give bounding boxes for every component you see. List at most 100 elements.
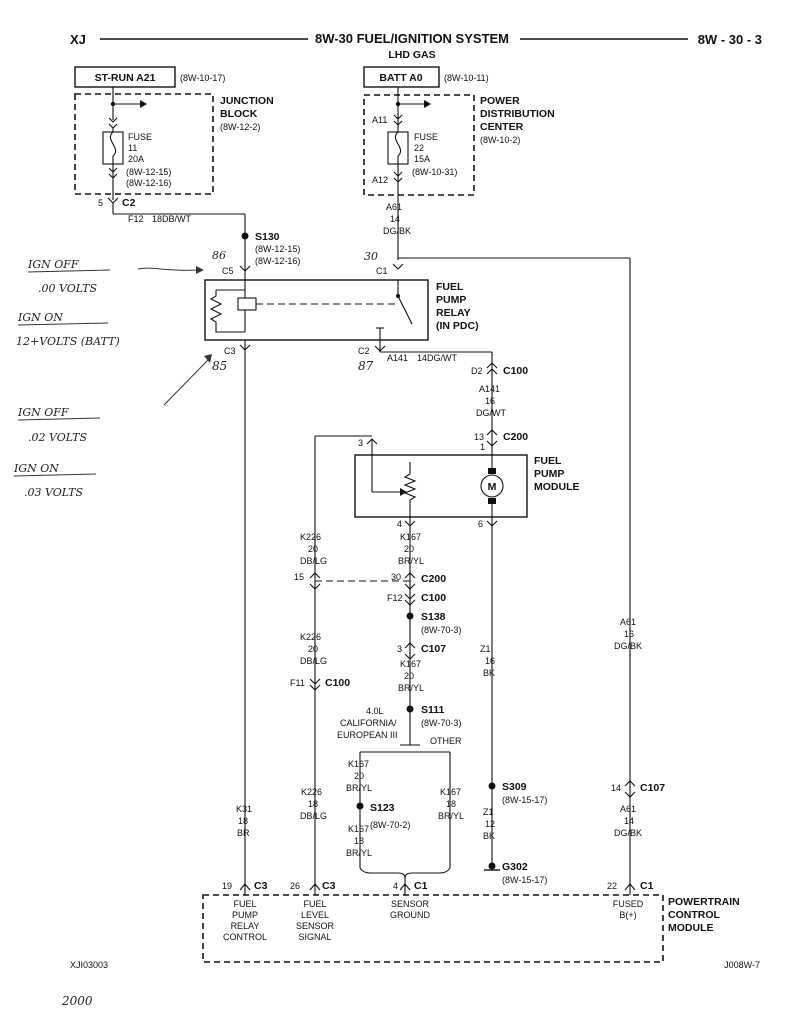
relay-pin-c1: C1	[376, 266, 388, 276]
pcm-pin-4-l1: SENSOR	[391, 899, 430, 909]
batt-label: BATT A0	[379, 72, 422, 84]
k167-a-color: BR/YL	[398, 556, 424, 566]
f11-circuit: F11	[290, 678, 305, 688]
f12-circuit: F12	[128, 214, 144, 224]
footer-code-right: J008W-7	[724, 960, 760, 970]
k226-a-color: DB/LG	[300, 556, 327, 566]
z1-b-gauge: 12	[485, 819, 495, 829]
batt-ref: (8W-10-11)	[444, 73, 489, 83]
option-1-line-3: EUROPEAN III	[337, 730, 398, 740]
option-2-label: OTHER	[430, 736, 462, 746]
k226-c-gauge: 18	[308, 799, 318, 809]
junction-block-name-2: BLOCK	[220, 108, 258, 120]
relay-pin-c5: C5	[222, 266, 234, 276]
relay-name-4: (IN PDC)	[436, 320, 479, 332]
header-title: 8W-30 FUEL/IGNITION SYSTEM	[315, 31, 509, 46]
header-model: XJ	[70, 32, 86, 47]
a61-b-color: DG/BK	[614, 641, 642, 651]
s111-label: S111	[421, 704, 445, 716]
note-pin-87: 87	[358, 359, 374, 373]
pcm-pin-26-l4: SIGNAL	[298, 932, 331, 942]
z1-a-color: BK	[483, 668, 495, 678]
s111-ref: (8W-70-3)	[421, 718, 461, 728]
fuse-22-amps: 15A	[414, 154, 430, 164]
k167-d-gauge: 18	[446, 799, 456, 809]
relay-switch-contact	[397, 295, 413, 325]
pdc-name-2: DISTRIBUTION	[480, 108, 555, 120]
relay-pin-c2: C2	[358, 346, 370, 356]
s138-label: S138	[421, 611, 446, 623]
note-ign-on-2: IGN ON	[13, 462, 59, 475]
note-ign-on-1: IGN ON	[17, 311, 63, 324]
note-pin-85: 85	[212, 359, 227, 373]
batt-box	[363, 66, 440, 88]
a61-c-gauge: 14	[624, 816, 634, 826]
pump-module-name-3: MODULE	[534, 481, 580, 493]
s130-ref1: (8W-12-15)	[255, 244, 300, 254]
fuse-22-ref: (8W-10-31)	[412, 167, 457, 177]
note-volts-1: .00 VOLTS	[38, 282, 98, 295]
pcm-pin-22-l1: FUSED	[613, 899, 644, 909]
option-1-line-2: CALIFORNIA/	[340, 718, 397, 728]
pdc-pin-a12: A12	[372, 175, 388, 185]
pcm-pin-19-l2: PUMP	[232, 910, 258, 920]
c200-pin-30: 30	[391, 572, 401, 582]
s130-splice	[241, 232, 249, 240]
k167-c-gauge: 20	[354, 771, 364, 781]
st-run-label: ST-RUN A21	[95, 72, 156, 84]
relay-name-3: RELAY	[436, 307, 471, 319]
junction-block-ref: (8W-12-2)	[220, 122, 260, 132]
k226-b-gauge: 20	[308, 644, 318, 654]
note-year: 2000	[61, 994, 93, 1008]
a61-top-gauge: 14	[390, 214, 400, 224]
s111-splice	[406, 705, 414, 713]
s123-splice	[356, 802, 364, 810]
a141-gauge: 14DG/WT	[417, 353, 458, 363]
k226-c-circuit: K226	[301, 787, 322, 797]
k167-c-color: BR/YL	[346, 783, 372, 793]
c200-a-label: C200	[503, 431, 528, 443]
note-pin-30: 30	[364, 250, 378, 263]
s130-ref2: (8W-12-16)	[255, 256, 300, 266]
pcm-pin-19-l3: RELAY	[231, 921, 260, 931]
junction-block-name-1: JUNCTION	[220, 95, 274, 107]
k167-b-color: BR/YL	[398, 683, 424, 693]
header-page: 8W - 30 - 3	[698, 32, 762, 47]
pcm-name-2: CONTROL	[668, 909, 720, 921]
fuse-11-ref1: (8W-12-15)	[126, 167, 171, 177]
header-subtitle: LHD GAS	[388, 49, 435, 61]
pcm-pin-26: 26	[290, 881, 300, 891]
note-volts-3: .02 VOLTS	[28, 431, 88, 444]
f12-gauge: 18DB/WT	[152, 214, 192, 224]
s130-label: S130	[255, 231, 280, 243]
c107-a-label: C107	[421, 643, 446, 655]
k31-gauge: 18	[238, 816, 248, 826]
k226-b-color: DB/LG	[300, 656, 327, 666]
a61-c-circuit: A61	[620, 804, 636, 814]
pump-pin-4: 4	[397, 519, 402, 529]
relay-pin-c3: C3	[224, 346, 236, 356]
z1-a-circuit: Z1	[480, 644, 491, 654]
s138-splice	[406, 612, 414, 620]
pcm-name-1: POWERTRAIN	[668, 896, 740, 908]
c200-b-label: C200	[421, 573, 446, 585]
pcm-pin-4: 4	[393, 881, 398, 891]
a141-b-color: DG/WT	[476, 408, 506, 418]
c100-b-label: C100	[421, 592, 446, 604]
pump-pin-6: 6	[478, 519, 483, 529]
a61-top-circuit: A61	[386, 202, 402, 212]
s309-label: S309	[502, 781, 527, 793]
pcm-pin-22: 22	[607, 881, 617, 891]
s123-ref: (8W-70-2)	[370, 820, 410, 830]
pcm-pin-26-l1: FUEL	[303, 899, 326, 909]
g302-ref: (8W-15-17)	[502, 875, 547, 885]
pcm-pin-19-l1: FUEL	[233, 899, 256, 909]
fuse-11-label: FUSE	[128, 132, 152, 142]
pdc-outline	[363, 94, 475, 196]
pump-pin-3: 3	[358, 438, 363, 448]
pcm-pin-19: 19	[222, 881, 232, 891]
pcm-name-3: MODULE	[668, 922, 714, 934]
k226-c-color: DB/LG	[300, 811, 327, 821]
pdc-pin-a11: A11	[372, 115, 387, 125]
k167-e-color: BR/YL	[346, 848, 372, 858]
